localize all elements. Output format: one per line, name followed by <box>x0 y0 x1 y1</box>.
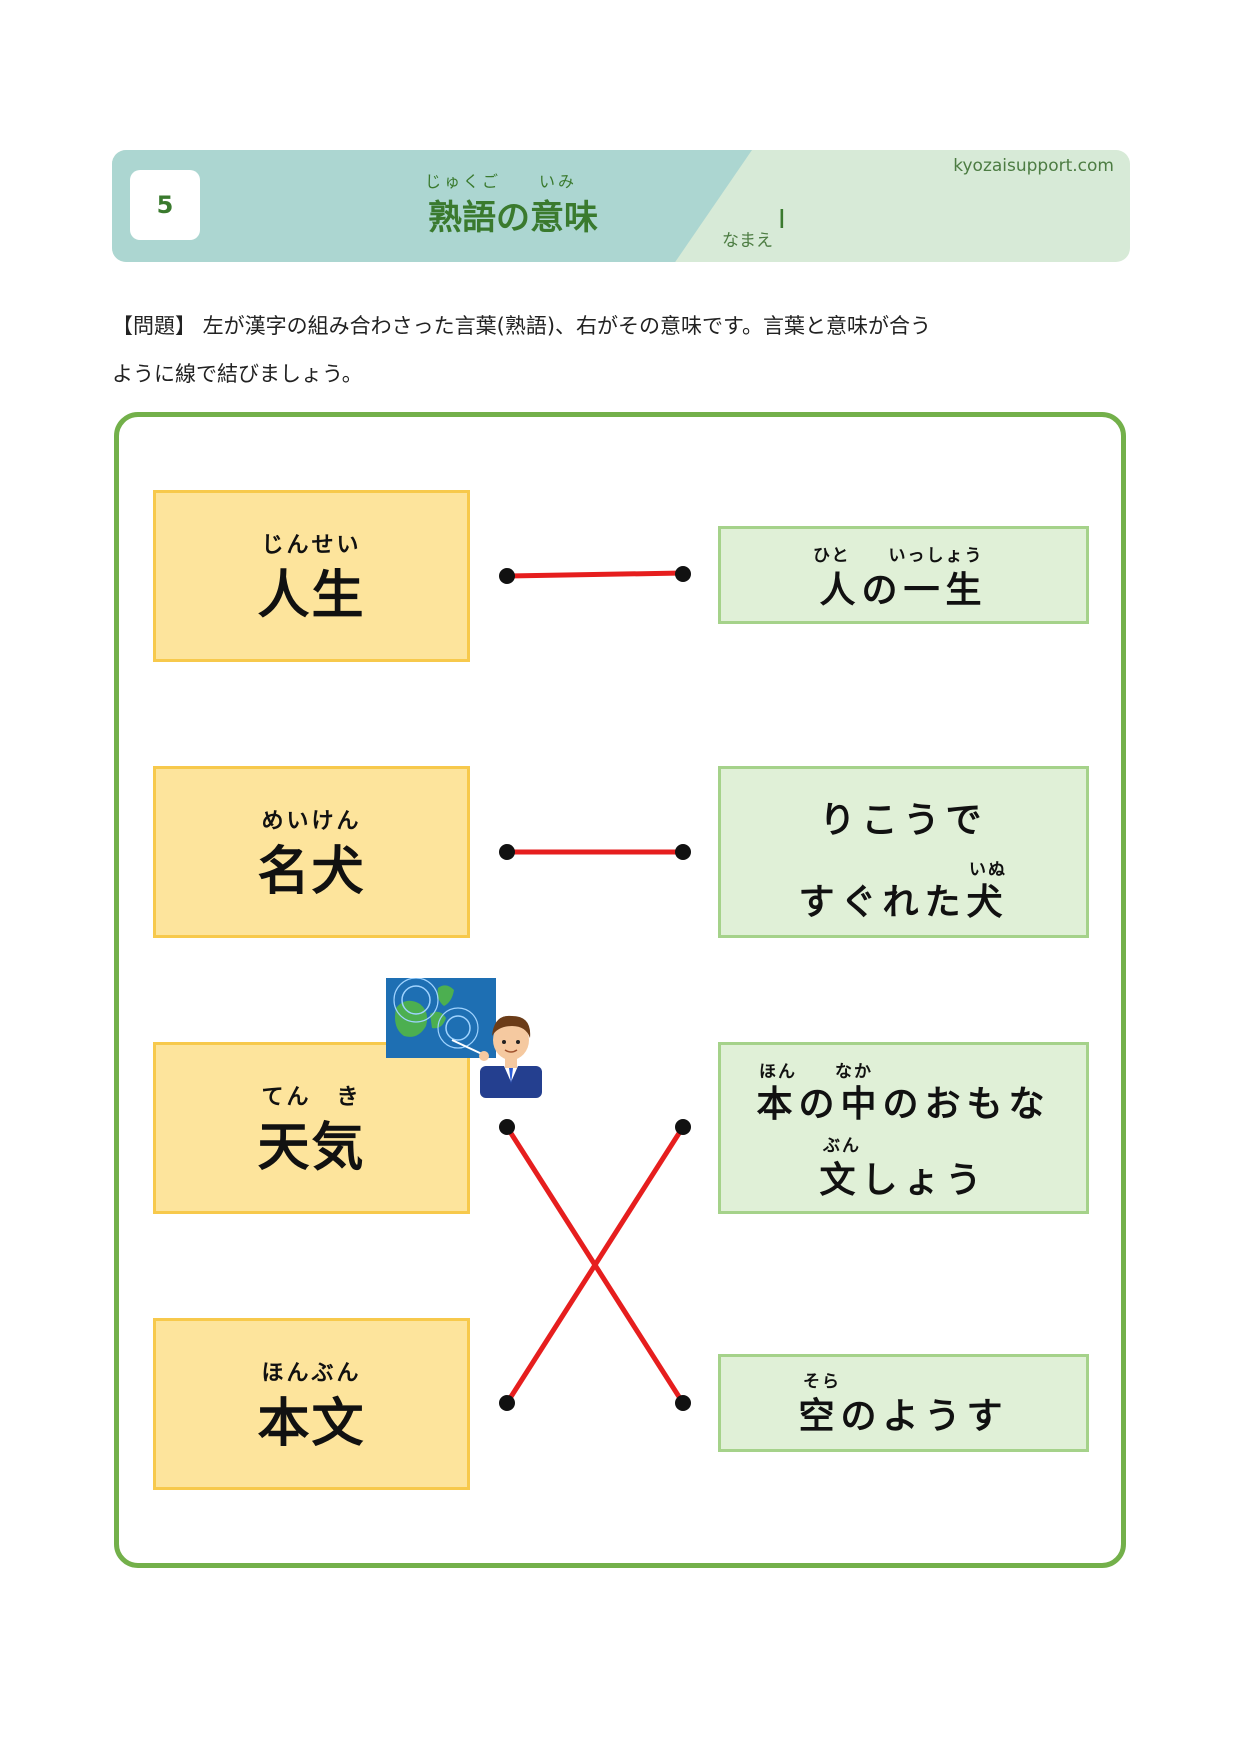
header-banner: 5 じゅくご いみ 熟語の意味 Ⅰ kyozaisupport.com なまえ <box>112 150 1130 262</box>
name-label: なまえ <box>722 231 773 251</box>
weather-forecaster-icon <box>386 978 542 1098</box>
word-text: 名犬 <box>257 842 366 902</box>
meaning-card-4: そら 空のようす <box>718 1354 1089 1452</box>
meaning-card-1: ひと いっしょう 人の一生 <box>718 526 1089 624</box>
instructions: 【問題】 左が漢字の組み合わさった言葉(熟語)、右がその意味です。言葉と意味が合… <box>112 302 1142 398</box>
meaning-ruby: いぬ <box>969 860 1007 880</box>
word-ruby: じんせい <box>261 533 362 558</box>
word-text: 天気 <box>257 1118 366 1178</box>
meaning-text-line-1: 本の中のおもな <box>756 1084 1051 1125</box>
word-card-3: てん き 天気 <box>153 1042 470 1214</box>
title-level: Ⅰ <box>778 205 786 235</box>
word-card-1: じんせい 人生 <box>153 490 470 662</box>
meaning-text-line-2: すぐれた犬 <box>798 882 1009 923</box>
meaning-text-line-1: りこうで <box>819 800 988 841</box>
title-block: じゅくご いみ 熟語の意味 Ⅰ <box>320 160 786 250</box>
meaning-ruby: ひと いっしょう <box>813 546 984 566</box>
meaning-ruby: ほん なか <box>759 1062 873 1082</box>
word-text: 本文 <box>257 1394 366 1454</box>
worksheet-number: 5 <box>130 170 200 240</box>
word-text: 人生 <box>257 566 366 626</box>
meaning-text-line-2: 文しょう <box>819 1160 988 1201</box>
word-card-4: ほんぶん 本文 <box>153 1318 470 1490</box>
word-ruby: てん き <box>261 1085 362 1110</box>
word-card-2: めいけん 名犬 <box>153 766 470 938</box>
header-left-panel <box>112 150 752 262</box>
site-url: kyozaisupport.com <box>953 156 1114 176</box>
meaning-text: 人の一生 <box>819 570 988 611</box>
meaning-card-3: ほん なか 本の中のおもな ぶん 文しょう <box>718 1042 1089 1214</box>
meaning-ruby: そら <box>803 1372 841 1392</box>
title-ruby: じゅくご いみ <box>425 172 578 191</box>
word-ruby: ほんぶん <box>261 1361 362 1386</box>
meaning-ruby-2: ぶん <box>823 1136 861 1156</box>
instruction-line-1: 【問題】 左が漢字の組み合わさった言葉(熟語)、右がその意味です。言葉と意味が合… <box>112 314 931 338</box>
page-title: 熟語の意味 <box>428 198 598 238</box>
meaning-text: 空のようす <box>798 1396 1009 1437</box>
word-ruby: めいけん <box>261 809 362 834</box>
instruction-line-2: ように線で結びましょう。 <box>112 362 363 386</box>
meaning-card-2: りこうで いぬ すぐれた犬 <box>718 766 1089 938</box>
